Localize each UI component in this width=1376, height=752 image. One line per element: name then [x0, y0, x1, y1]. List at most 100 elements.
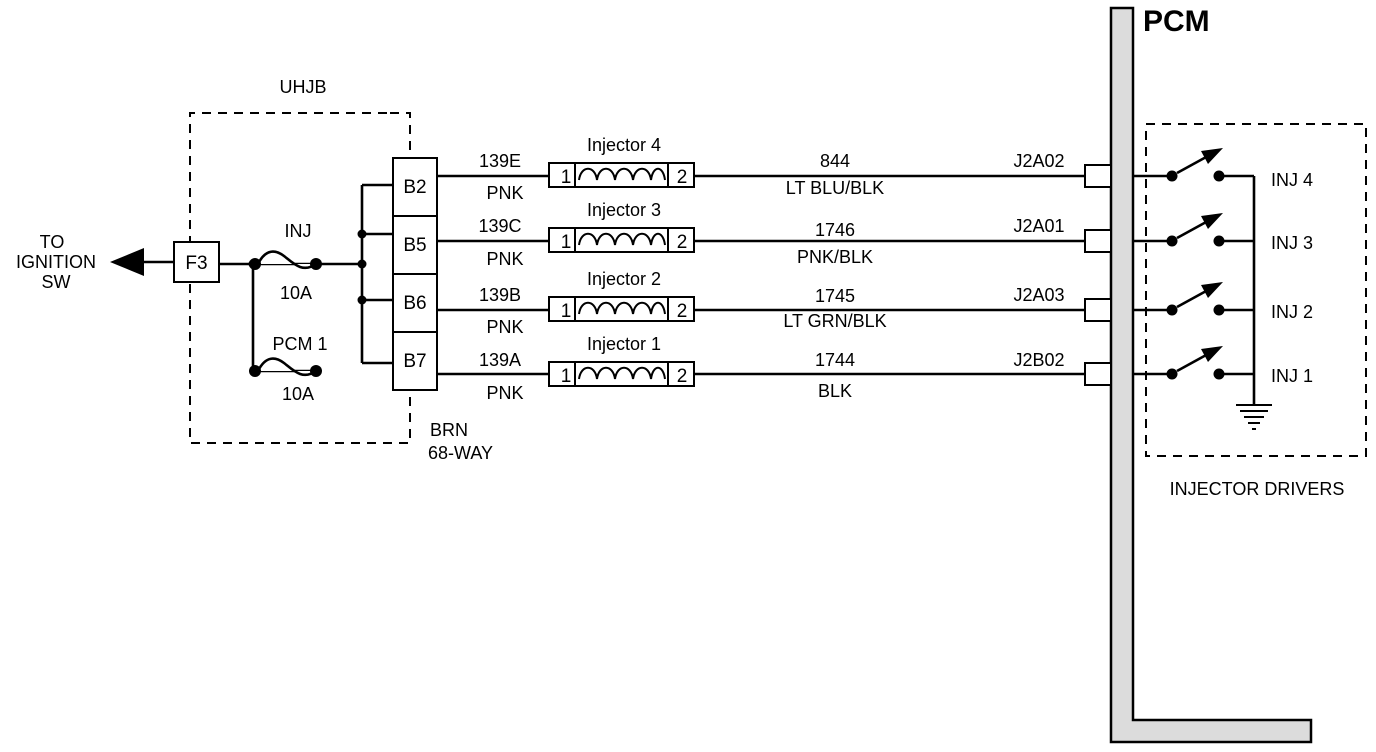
fuse-inj-element	[256, 250, 317, 270]
circuit-out-color: BLK	[818, 381, 852, 401]
switch-arrow-icon	[1201, 148, 1223, 164]
switch-contact-dot	[1166, 304, 1178, 316]
injector-label: Injector 1	[587, 334, 661, 354]
pcm-pin-box	[1084, 298, 1112, 322]
circuit-out-color: LT BLU/BLK	[786, 178, 884, 198]
switch-blade	[1176, 219, 1209, 240]
switch-contact-dot	[1166, 235, 1178, 247]
fuse-inj-name: INJ	[285, 221, 312, 241]
circuit-in-color: PNK	[486, 383, 523, 403]
circuit-row-2: 139C PNK Injector 3 1 2 1746 PNK/BLK J2A…	[437, 200, 1085, 269]
circuit-row-3: 139B PNK Injector 2 1 2 1745 LT GRN/BLK …	[437, 269, 1085, 337]
cavity-b2	[392, 157, 438, 217]
injector-pin-1: 1	[561, 232, 572, 253]
injector-coil-icon	[578, 366, 666, 380]
injector-pin-1: 1	[561, 301, 572, 322]
fuse-inj: INJ 10A	[249, 221, 322, 303]
cavity-b6	[392, 273, 438, 333]
pcm-title: PCM	[1143, 5, 1210, 38]
injector-pin-2: 2	[677, 301, 688, 322]
switch-arrow-icon	[1201, 282, 1223, 298]
injector-pin-1: 1	[561, 366, 572, 387]
pcm-pin-label: J2B02	[1013, 350, 1064, 370]
circuit-in-color: PNK	[486, 249, 523, 269]
fuse-pcm1: PCM 1 10A	[249, 334, 328, 404]
injector-drivers-boundary	[1145, 123, 1367, 457]
injector-label: Injector 3	[587, 200, 661, 220]
circuit-in-number: 139E	[479, 151, 521, 171]
driver-label: INJ 4	[1271, 170, 1313, 190]
injector-coil-icon	[578, 301, 666, 315]
injector-pin-1: 1	[561, 167, 572, 188]
splice-dot	[357, 259, 367, 269]
fuse-inj-rating: 10A	[280, 283, 312, 303]
circuit-in-number: 139B	[479, 285, 521, 305]
pcm-pin-box	[1084, 229, 1112, 253]
injector-2	[548, 296, 695, 322]
circuit-in-number: 139C	[478, 216, 521, 236]
switch-blade	[1176, 154, 1209, 175]
cavity-b5	[392, 215, 438, 275]
pcm-housing	[1109, 6, 1313, 744]
fuse-terminal-dot	[310, 365, 322, 377]
pcm1-fuse-wire	[251, 264, 316, 373]
circuit-out-number: 844	[820, 151, 850, 171]
fuse-pcm1-element	[256, 357, 317, 377]
circuit-row-1: 139E PNK Injector 4 1 2 844 LT BLU/BLK J…	[437, 135, 1085, 203]
circuit-in-number: 139A	[479, 350, 521, 370]
uhjb-boundary	[189, 112, 411, 444]
fuse-pcm1-name: PCM 1	[272, 334, 327, 354]
source-label-line-2: IGNITION	[16, 252, 96, 272]
switch-blade	[1176, 352, 1209, 373]
injector-label: Injector 2	[587, 269, 661, 289]
switch-contact-dot	[1166, 368, 1178, 380]
fuse-cavity-f3	[173, 241, 220, 283]
driver-switch-inj1: INJ 1	[1133, 346, 1313, 386]
driver-label: INJ 1	[1271, 366, 1313, 386]
pcm-pin-label: J2A03	[1013, 285, 1064, 305]
injector-coil-icon	[578, 232, 666, 246]
fuse-terminal-dot	[249, 365, 261, 377]
connector-label-line-2: 68-WAY	[428, 443, 493, 463]
injector-coil-icon	[578, 167, 666, 181]
switch-arrow-icon	[1201, 213, 1223, 229]
injector-drivers-label: INJECTOR DRIVERS	[1170, 479, 1345, 499]
source-label-line-3: SW	[42, 272, 71, 292]
switch-arrow-icon	[1201, 346, 1223, 362]
cavity-label: B2	[403, 177, 426, 198]
circuit-in-color: PNK	[486, 183, 523, 203]
driver-switch-inj4: INJ 4	[1133, 148, 1313, 190]
connector-label-line-1: BRN	[430, 420, 468, 440]
driver-label: INJ 3	[1271, 233, 1313, 253]
pcm-pin-label: J2A01	[1013, 216, 1064, 236]
driver-switch-inj2: INJ 2	[1133, 282, 1313, 322]
injector-pin-2: 2	[677, 366, 688, 387]
cavity-label: B7	[403, 351, 426, 372]
injector-1	[548, 361, 695, 387]
circuit-out-number: 1746	[815, 220, 855, 240]
cavity-b7	[392, 331, 438, 391]
circuit-row-4: 139A PNK Injector 1 1 2 1744 BLK J2B02	[437, 334, 1085, 403]
fuse-pcm1-rating: 10A	[282, 384, 314, 404]
injector-label: Injector 4	[587, 135, 661, 155]
ignition-source: TO IGNITION SW	[16, 232, 174, 292]
pcm-pin-label: J2A02	[1013, 151, 1064, 171]
uhjb-fuse-box: UHJB F3 INJ 10A PCM 1 10A	[173, 77, 438, 444]
switch-blade	[1176, 288, 1209, 309]
cavity-label: B6	[403, 293, 426, 314]
circuit-out-color: PNK/BLK	[797, 247, 873, 267]
injector-pin-2: 2	[677, 232, 688, 253]
pcm-module: PCM INJECTOR DRIVERS INJ 4 INJ 3	[1084, 5, 1367, 744]
switch-contact-dot	[1166, 170, 1178, 182]
pcm-pin-box	[1084, 362, 1112, 386]
splice-dot	[357, 295, 367, 305]
circuit-in-color: PNK	[486, 317, 523, 337]
circuit-out-number: 1745	[815, 286, 855, 306]
fuse-terminal-dot	[249, 258, 261, 270]
pcm-pin-box	[1084, 164, 1112, 188]
circuit-out-color: LT GRN/BLK	[783, 311, 886, 331]
splice-dot	[357, 229, 367, 239]
injector-pin-2: 2	[677, 167, 688, 188]
uhjb-label: UHJB	[279, 77, 326, 97]
